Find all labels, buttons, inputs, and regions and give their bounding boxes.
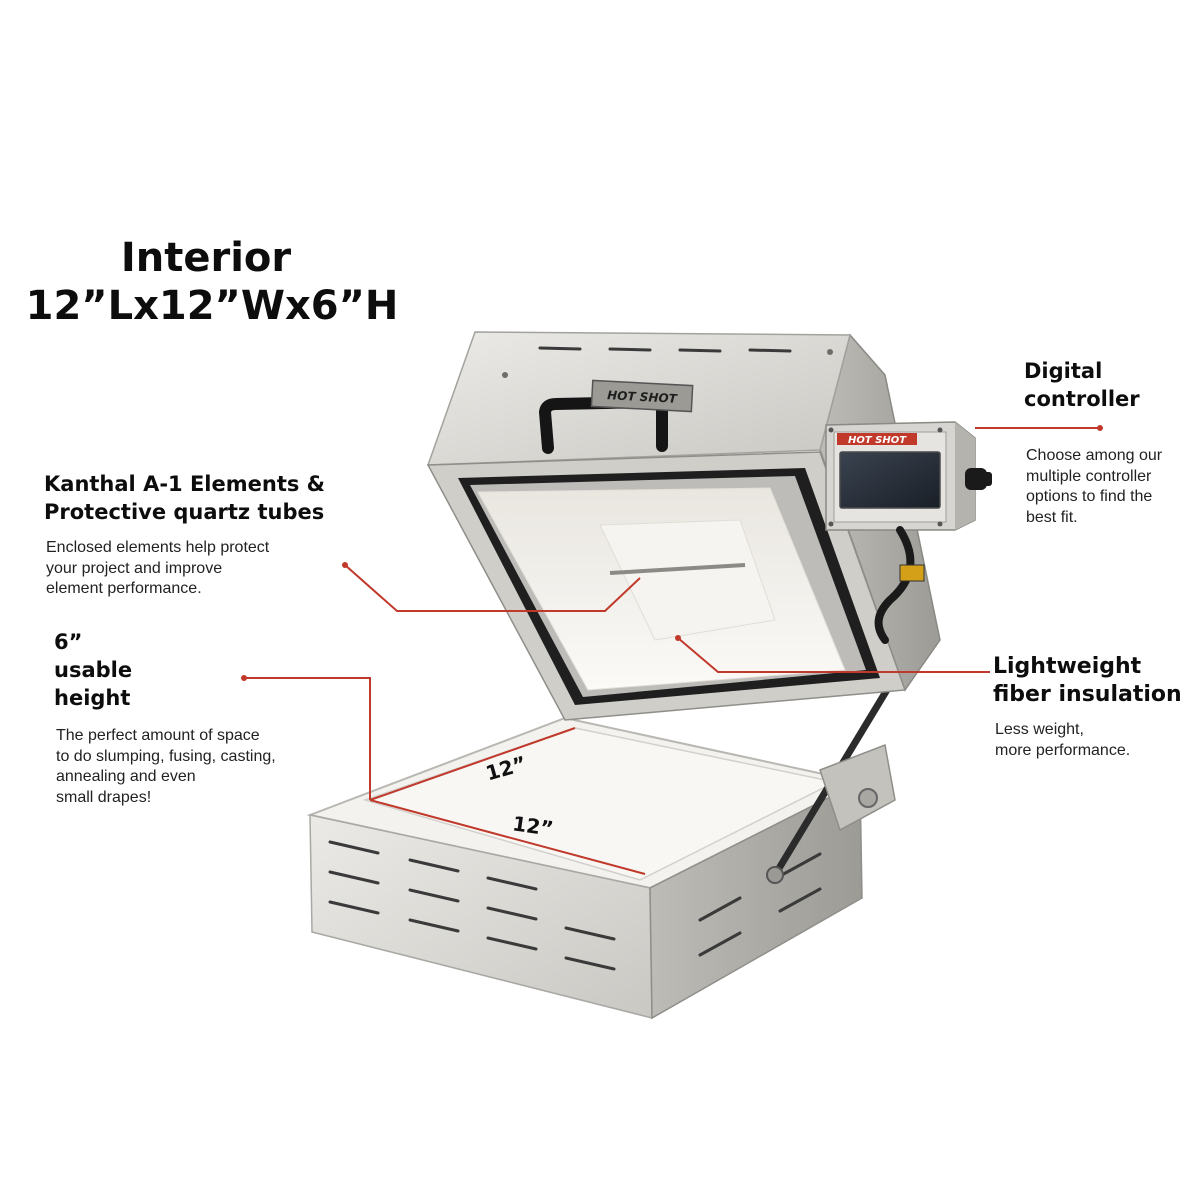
usable-height-heading: 6” usable height bbox=[54, 630, 133, 710]
dimension-line-depth bbox=[369, 727, 576, 801]
callout-lines bbox=[244, 427, 1100, 875]
interior-title: Interior bbox=[120, 235, 292, 281]
elements-description: Enclosed elements help protect your proj… bbox=[46, 539, 270, 597]
digital-controller-description: Choose among our multiple controller opt… bbox=[1026, 447, 1163, 526]
interior-dimensions: 12”Lx12”Wx6”H bbox=[25, 283, 399, 329]
callout-line-height bbox=[244, 677, 371, 800]
kiln-lid: HOT SHOT bbox=[426, 331, 941, 721]
insulation-description: Less weight, more performance. bbox=[995, 721, 1131, 759]
dimension-label-width: 12” bbox=[511, 811, 555, 840]
lid-brand-plate: HOT SHOT bbox=[590, 379, 694, 413]
controller-screen bbox=[839, 451, 941, 509]
gas-strut bbox=[766, 656, 909, 884]
digital-controller-heading: Digital controller bbox=[1024, 359, 1140, 411]
insulation-heading: Lightweight fiber insulation bbox=[993, 654, 1182, 707]
usable-height-description: The perfect amount of space to do slumpi… bbox=[56, 727, 276, 806]
lid-brand-text: HOT SHOT bbox=[607, 388, 678, 406]
elements-heading: Kanthal A-1 Elements & Protective quartz… bbox=[44, 472, 325, 524]
dimension-line-width bbox=[369, 799, 646, 875]
kiln-base bbox=[306, 716, 863, 1020]
callout-line-insulation bbox=[677, 637, 990, 673]
callout-line-elements bbox=[344, 564, 641, 612]
controller-brand-text: HOT SHOT bbox=[848, 435, 907, 446]
controller-knob-icon bbox=[965, 468, 992, 490]
digital-controller: HOT SHOT bbox=[825, 421, 992, 644]
